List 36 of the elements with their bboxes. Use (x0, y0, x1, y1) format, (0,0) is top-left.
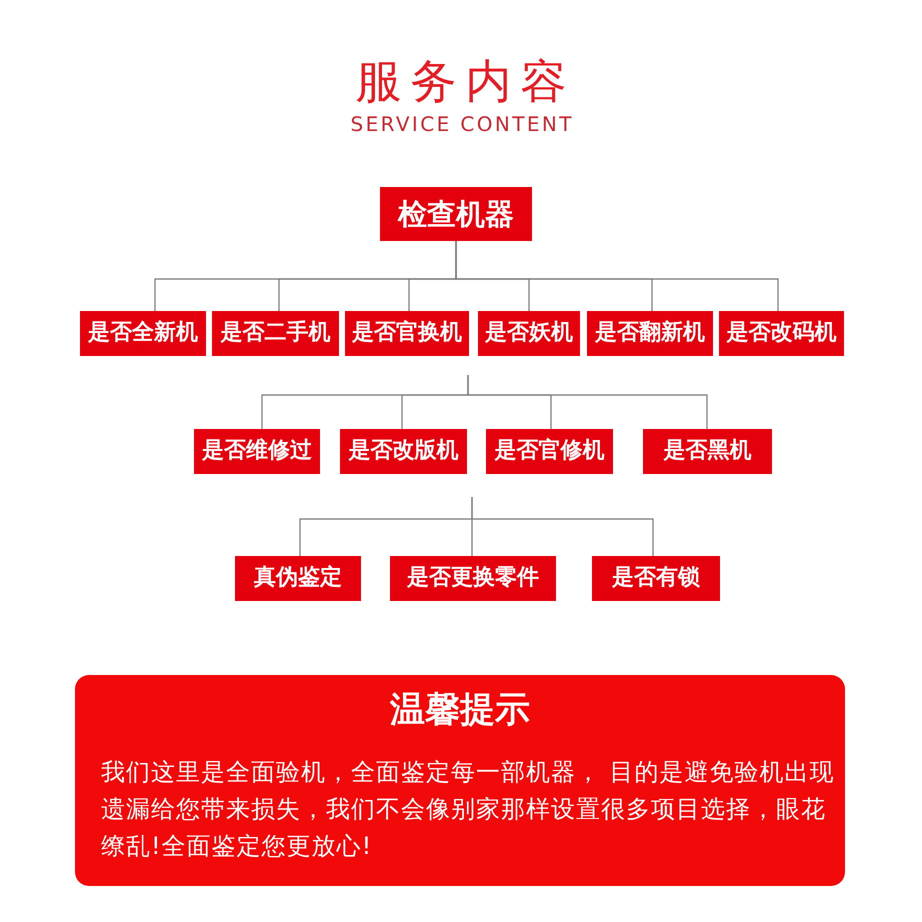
check-item-box (478, 311, 580, 356)
node-label: 是否二手机 (220, 320, 330, 347)
check-item-box (643, 429, 772, 474)
node-label: 是否黑机 (664, 438, 752, 465)
notice-heading: 温馨提示 (390, 689, 530, 731)
node-label: 是否全新机 (88, 320, 198, 347)
check-item-box (235, 556, 361, 601)
notice-text: 我们这里是全面验机，全面鉴定每一部机器， 目的是避免验机出现遗漏给您带来损失，我们不会像别家那样设置很多项目选择，眼花缭乱!全面鉴定您更放心! (101, 757, 836, 862)
node-label: 是否改码机 (726, 320, 836, 347)
page-title: 服务内容 (354, 55, 576, 107)
root-category-box (380, 187, 532, 241)
connector-line (471, 497, 654, 556)
check-item-box (80, 311, 206, 356)
node-label: 是否有锁 (612, 565, 700, 592)
check-item-box (345, 311, 469, 356)
notice-panel (75, 675, 845, 886)
node-label: 是否改版机 (348, 438, 458, 465)
node-label: 是否官修机 (494, 438, 604, 465)
check-item-box (486, 429, 613, 474)
node-label: 真伪鉴定 (254, 565, 342, 592)
node-label: 检查机器 (398, 196, 514, 232)
subtitle: SERVICE CONTENT (350, 112, 574, 136)
node-label: 是否官换机 (352, 320, 462, 347)
node-label: 是否维修过 (202, 438, 312, 465)
check-item-box (340, 429, 467, 474)
check-item-box (194, 429, 320, 474)
check-item-box (719, 311, 844, 356)
connector-line (455, 241, 779, 311)
check-item-box (390, 556, 556, 601)
connector-line (467, 375, 708, 429)
check-item-box (592, 556, 720, 601)
check-item-box (212, 311, 339, 356)
node-label: 是否妖机 (485, 320, 573, 347)
node-label: 是否更换零件 (407, 565, 539, 592)
check-item-box (587, 311, 713, 356)
node-label: 是否翻新机 (595, 320, 705, 347)
